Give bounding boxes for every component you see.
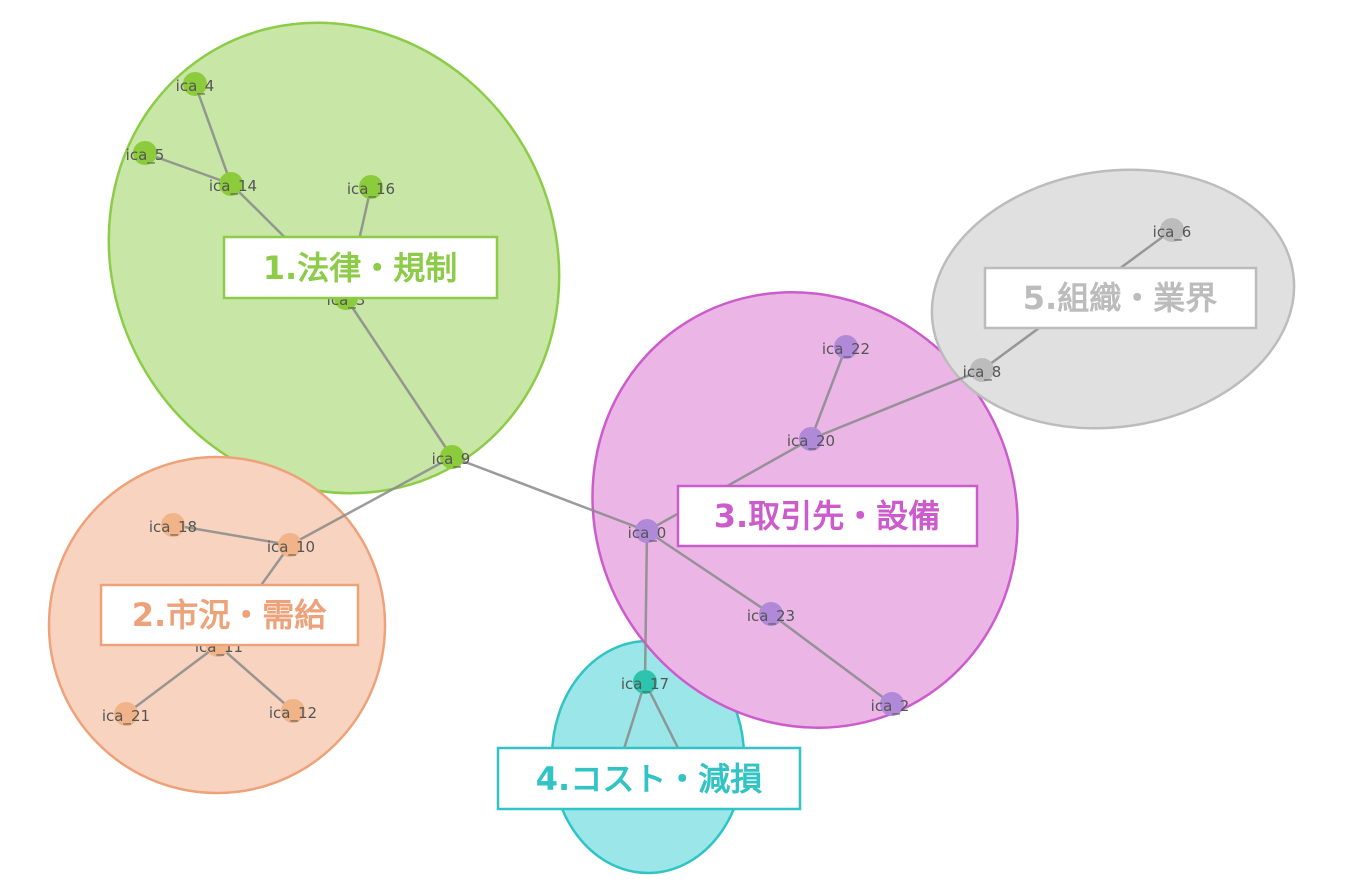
cluster-label-text: 5.組織・業界 (1023, 279, 1217, 317)
edge (809, 346, 848, 440)
node-label: ica_17 (621, 675, 669, 694)
cluster-label-text: 3.取引先・設備 (714, 497, 940, 535)
edge-stub (621, 681, 647, 753)
node-label: ica_16 (347, 180, 395, 199)
cluster-label-partners: 3.取引先・設備 (676, 484, 979, 548)
node-label: ica_12 (269, 704, 317, 723)
edge (193, 83, 233, 185)
node-label: ica_2 (871, 697, 910, 716)
node-label: ica_0 (628, 524, 667, 543)
node-label: ica_8 (963, 363, 1002, 382)
node-ica-12: ica_12 (269, 699, 317, 723)
cluster-label-text: 1.法律・規制 (263, 249, 457, 287)
node-ica-20: ica_20 (787, 427, 835, 451)
cluster-label-market: 2.市況・需給 (99, 583, 360, 647)
node-ica-8: ica_8 (963, 358, 1002, 382)
cluster-label-text: 4.コスト・減損 (536, 760, 762, 798)
edge (217, 644, 294, 712)
node-ica-10: ica_10 (267, 533, 315, 557)
node-ica-23: ica_23 (747, 602, 795, 626)
node-label: ica_6 (1153, 223, 1192, 242)
edge (172, 523, 291, 547)
edge (646, 529, 772, 616)
node-ica-18: ica_18 (149, 513, 197, 537)
node-label: ica_23 (747, 607, 795, 626)
edge (344, 297, 454, 458)
node-label: ica_9 (432, 450, 471, 469)
node-label: ica_14 (209, 177, 257, 196)
node-label: ica_22 (822, 340, 870, 359)
cluster-labels: 1.法律・規制 2.市況・需給 3.取引先・設備 4.コスト・減損 5.組織・業… (99, 235, 1258, 811)
node-ica-6: ica_6 (1153, 218, 1192, 242)
edge (810, 368, 983, 441)
node-label: ica_21 (102, 707, 150, 726)
node-label: ica_20 (787, 432, 835, 451)
node-ica-17: ica_17 (621, 670, 669, 694)
node-ica-16: ica_16 (347, 175, 395, 199)
nodes: ica_4 ica_5 ica_14 ica_16 ica_3 ica_9 ic… (102, 72, 1191, 726)
node-ica-9: ica_9 (432, 445, 471, 469)
edge (770, 612, 893, 706)
cluster-label-organization: 5.組織・業界 (983, 266, 1258, 330)
edge (289, 455, 453, 547)
cluster-label-cost: 4.コスト・減損 (496, 746, 802, 811)
edge (451, 455, 648, 533)
node-label: ica_18 (149, 518, 197, 537)
node-ica-4: ica_4 (176, 72, 215, 96)
node-ica-22: ica_22 (822, 335, 870, 359)
node-label: ica_10 (267, 538, 315, 557)
edge (643, 530, 649, 683)
edge (125, 644, 219, 715)
cluster-label-legal: 1.法律・規制 (222, 235, 499, 300)
node-ica-14: ica_14 (209, 172, 257, 196)
node-label: ica_4 (176, 77, 215, 96)
edge-stub (643, 681, 682, 753)
node-ica-5: ica_5 (126, 141, 165, 165)
cluster-label-text: 2.市況・需給 (132, 596, 327, 634)
node-label: ica_5 (126, 146, 165, 165)
node-ica-21: ica_21 (102, 702, 150, 726)
cluster-ellipses (47, 21, 1296, 875)
node-ica-2: ica_2 (871, 692, 910, 716)
node-ica-0: ica_0 (628, 519, 667, 543)
edge (144, 151, 232, 186)
